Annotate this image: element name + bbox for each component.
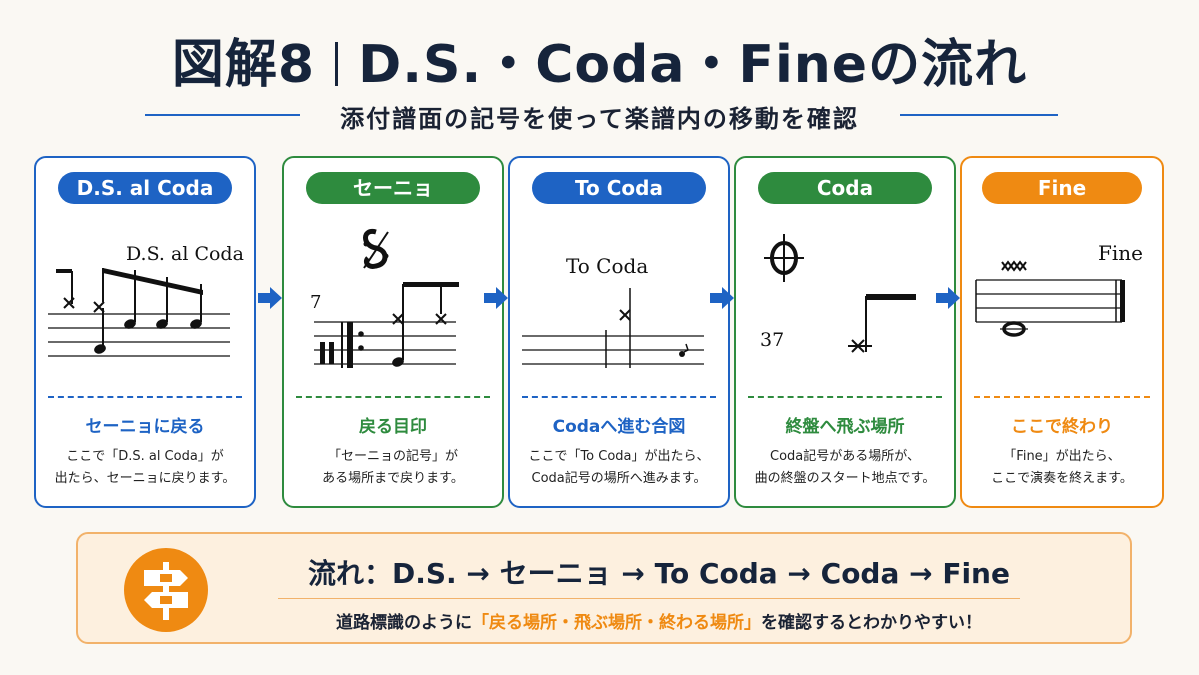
card-description: Coda記号がある場所が、 曲の終盤のスタート地点です。 <box>742 446 948 490</box>
card-pill: Fine <box>982 172 1142 204</box>
flow-summary-panel: 流れ：D.S. → セーニョ → To Coda → Coda → Fine 道… <box>76 532 1132 644</box>
card-segno: セーニョ 7 戻る目印 「セーニョの記号」が ある場所まで戻りま <box>282 156 504 508</box>
subtitle-rule-left <box>145 114 300 116</box>
card-fine: Fine Fine ここで終わり 「Fine」が出たら、 ここで演奏を終えます。 <box>960 156 1164 508</box>
card-pill: セーニョ <box>306 172 480 204</box>
card-heading: Codaへ進む合図 <box>552 417 686 437</box>
note-text: を確認するとわかりやすい！ <box>761 613 982 633</box>
card-pill: Coda <box>758 172 932 204</box>
measure-number: 7 <box>310 292 321 313</box>
arrow-right-icon <box>710 287 734 309</box>
desc-line: 曲の終盤のスタート地点です。 <box>754 471 936 486</box>
desc-line: ある場所まで戻ります。 <box>322 471 464 486</box>
card-coda: Coda 37 終盤へ飛ぶ場所 Coda記号がある場所が、 曲の終盤のスタート地… <box>734 156 956 508</box>
card-to-coda: To Coda To Coda Codaへ進む合図 ここで「To Coda」が出… <box>508 156 730 508</box>
signpost-icon <box>124 548 208 632</box>
desc-line: 「セーニョの記号」が <box>327 449 458 464</box>
card-pill: To Coda <box>532 172 706 204</box>
arrow-right-icon <box>936 287 960 309</box>
arrow-right-icon <box>258 287 282 309</box>
fine-staff: Fine <box>975 241 1143 337</box>
card-description: ここで「To Coda」が出たら、 Coda記号の場所へ進みます。 <box>516 446 722 490</box>
flow-sequence: 流れ：D.S. → セーニョ → To Coda → Coda → Fine <box>308 557 1010 590</box>
card-heading: ここで終わり <box>1011 417 1113 437</box>
desc-line: ここで「D.S. al Coda」が <box>66 449 224 464</box>
coda-icon <box>764 234 804 282</box>
desc-line: ここで「To Coda」が出たら、 <box>528 449 710 464</box>
flow-divider <box>278 598 1020 599</box>
card-heading: 戻る目印 <box>359 417 427 437</box>
arrow-right-icon <box>484 287 508 309</box>
to-coda-marking: To Coda <box>566 254 648 278</box>
desc-line: Coda記号がある場所が、 <box>770 449 920 464</box>
card-heading: 終盤へ飛ぶ場所 <box>785 417 905 437</box>
title-main: D.S.・Coda・Fineの流れ <box>358 35 1028 95</box>
note-highlight: 「戻る場所・飛ぶ場所・終わる場所」 <box>472 613 761 633</box>
page-title: 図解8 D.S.・Coda・Fineの流れ <box>0 22 1199 97</box>
card-ds-al-coda: D.S. al Coda D.S. al Coda <box>34 156 256 508</box>
card-divider <box>974 396 1150 398</box>
ds-al-coda-marking: D.S. al Coda <box>126 243 244 265</box>
card-divider <box>522 396 716 398</box>
ds-al-coda-staff: D.S. al Coda <box>48 243 244 357</box>
card-divider <box>296 396 490 398</box>
page-subtitle: 添付譜面の記号を使って楽譜内の移動を確認 <box>340 105 859 133</box>
measure-number: 37 <box>760 329 784 351</box>
card-description: 「Fine」が出たら、 ここで演奏を終えます。 <box>968 446 1156 490</box>
coda-staff: 37 <box>760 234 916 353</box>
flow-note: 道路標識のように「戻る場所・飛ぶ場所・終わる場所」を確認するとわかりやすい！ <box>228 608 1090 633</box>
card-description: 「セーニョの記号」が ある場所まで戻ります。 <box>290 446 496 490</box>
title-separator <box>335 42 339 86</box>
card-divider <box>48 396 242 398</box>
card-divider <box>748 396 942 398</box>
card-pill: D.S. al Coda <box>58 172 232 204</box>
segno-staff: 7 <box>310 228 459 368</box>
desc-line: 「Fine」が出たら、 <box>1003 449 1121 464</box>
note-text: 道路標識のように <box>336 613 472 633</box>
subtitle-rule-right <box>900 114 1058 116</box>
card-description: ここで「D.S. al Coda」が 出たら、セーニョに戻ります。 <box>42 446 248 490</box>
desc-line: ここで演奏を終えます。 <box>991 471 1133 486</box>
title-figure-number: 図解8 <box>171 35 316 95</box>
fine-marking: Fine <box>1098 241 1143 265</box>
segno-icon <box>363 228 389 269</box>
card-heading: セーニョに戻る <box>85 417 205 437</box>
desc-line: Coda記号の場所へ進みます。 <box>531 471 707 486</box>
to-coda-staff: To Coda <box>522 254 704 368</box>
desc-line: 出たら、セーニョに戻ります。 <box>54 471 236 486</box>
ornament-icon <box>1001 260 1027 272</box>
